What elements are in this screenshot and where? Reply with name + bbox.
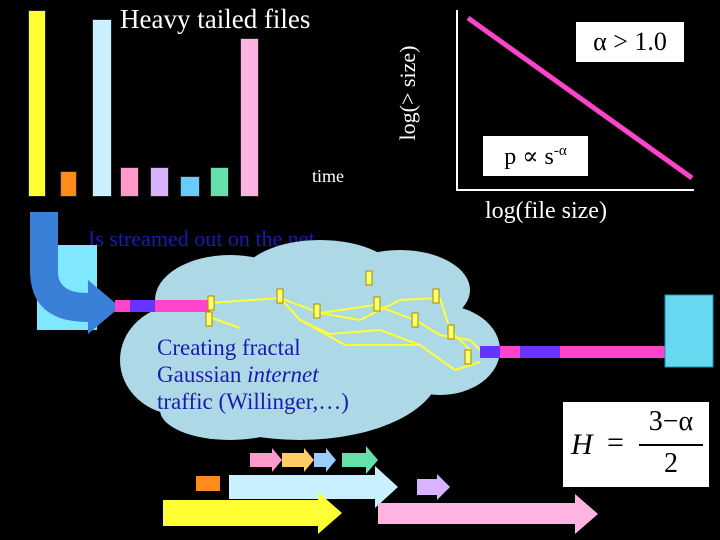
- cloud-text: Creating fractal Gaussian internet traff…: [157, 334, 349, 415]
- hurst-numerator: 3−α: [639, 406, 703, 438]
- destination-stream: [480, 346, 665, 358]
- destination-box: [665, 295, 713, 367]
- cloud-line-2-italic: internet: [247, 362, 319, 387]
- source-stream: [115, 300, 210, 312]
- cloud-line-3: traffic (Willinger,…): [157, 388, 349, 415]
- cloud-line-2-normal: Gaussian: [157, 362, 247, 387]
- cloud-line-1: Creating fractal: [157, 334, 349, 361]
- hurst-fraction-bar: [639, 444, 703, 446]
- hurst-formula-box: H = 3−α 2: [563, 402, 709, 487]
- hurst-lhs: H: [571, 428, 593, 462]
- hurst-denominator: 2: [639, 448, 703, 480]
- hurst-equals: =: [607, 426, 624, 460]
- bottom-arrows: [163, 446, 598, 534]
- cloud-line-2: Gaussian internet: [157, 361, 349, 388]
- source-curved-arrow: [30, 212, 120, 334]
